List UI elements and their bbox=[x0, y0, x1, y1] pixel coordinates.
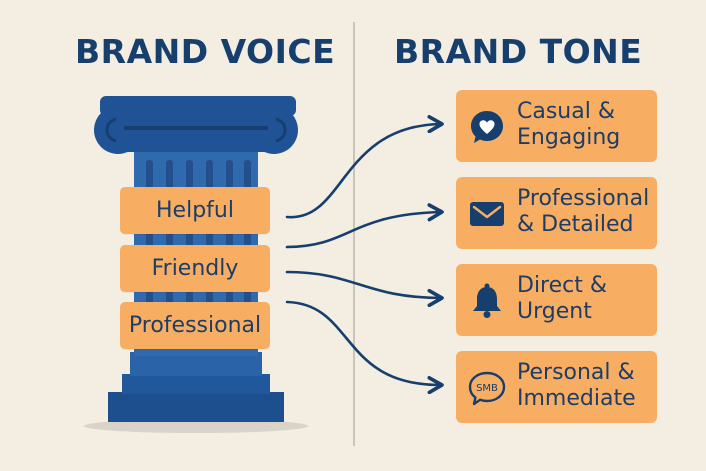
section-divider bbox=[353, 22, 355, 446]
tone-label-personal-immediate: Personal & Immediate bbox=[517, 360, 636, 411]
sms-chat-icon: SMB bbox=[468, 371, 506, 406]
tone-label-direct-urgent: Direct & Urgent bbox=[517, 273, 608, 324]
tone-personal-immediate: SMB Personal & Immediate bbox=[456, 351, 657, 423]
tone-label-professional-detailed: Professional & Detailed bbox=[517, 186, 650, 237]
voice-trait-friendly: Friendly bbox=[120, 245, 270, 292]
tone-label-casual-engaging: Casual & Engaging bbox=[517, 99, 621, 150]
tone-direct-urgent: Direct & Urgent bbox=[456, 264, 657, 336]
brand-tone-heading: BRAND TONE bbox=[394, 32, 643, 71]
svg-text:SMB: SMB bbox=[476, 383, 498, 394]
voice-trait-professional: Professional bbox=[120, 302, 270, 349]
voice-trait-helpful: Helpful bbox=[120, 187, 270, 234]
heart-chat-icon bbox=[471, 111, 503, 143]
tone-casual-engaging: Casual & Engaging bbox=[456, 90, 657, 162]
tone-professional-detailed: Professional & Detailed bbox=[456, 177, 657, 249]
brand-voice-heading: BRAND VOICE bbox=[75, 32, 336, 71]
envelope-icon bbox=[470, 202, 504, 226]
connector-arrows bbox=[285, 115, 444, 395]
bell-icon bbox=[473, 283, 501, 318]
